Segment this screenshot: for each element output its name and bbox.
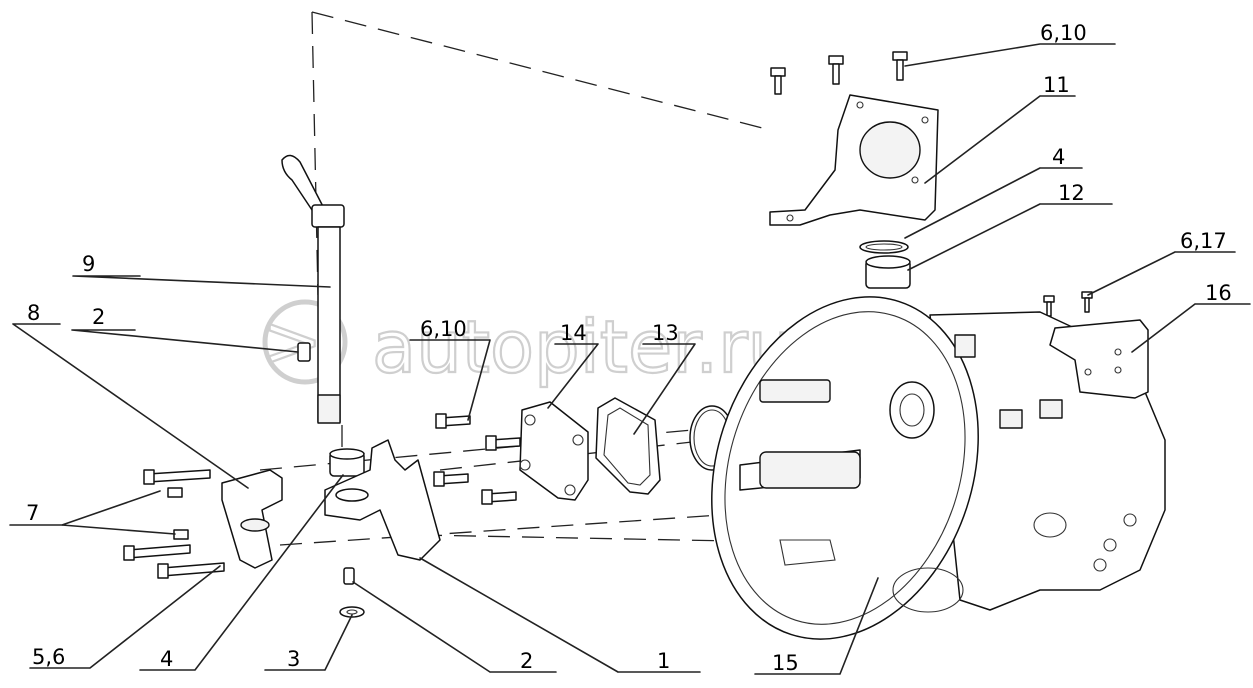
part-bushing-bottom (329, 448, 365, 477)
part-pin-bottom (343, 567, 355, 585)
callout-2-top: 2 (92, 305, 105, 329)
part-gasket (595, 397, 661, 495)
callout-9: 9 (82, 252, 95, 276)
callout-11: 11 (1043, 73, 1070, 97)
callout-6-10-mid: 6,10 (420, 317, 467, 341)
callout-2-bottom: 2 (520, 649, 533, 673)
callout-labels: 6,10 11 4 12 6,17 16 9 8 2 6,10 14 13 7 … (26, 21, 1232, 675)
part-selector-housing (221, 469, 283, 569)
callout-6-17: 6,17 (1180, 229, 1227, 253)
part-ring-top (859, 240, 909, 254)
callout-12: 12 (1058, 181, 1085, 205)
part-cover (519, 401, 589, 501)
callout-4-top: 4 (1052, 145, 1065, 169)
watermark-at-symbol: > (262, 299, 322, 383)
part-pin-top (297, 342, 311, 362)
part-bracket (324, 439, 441, 561)
callout-15: 15 (772, 651, 799, 675)
callout-1: 1 (657, 649, 670, 673)
assembly-axis-lines (259, 11, 981, 546)
callout-8: 8 (27, 301, 40, 325)
callout-5-6: 5,6 (32, 645, 65, 669)
callout-7: 7 (26, 501, 39, 525)
callout-3: 3 (287, 647, 300, 671)
callout-16: 16 (1205, 281, 1232, 305)
callout-14: 14 (560, 321, 587, 345)
leader-lines (9, 43, 1251, 675)
callout-4-bottom: 4 (160, 647, 173, 671)
callout-6-10-top: 6,10 (1040, 21, 1087, 45)
watermark-text: autopiter.ru (372, 305, 793, 389)
watermark: > autopiter.ru (261, 298, 795, 390)
part-sleeve (865, 255, 911, 289)
part-side-bracket (1049, 319, 1149, 399)
bolts (123, 51, 1093, 579)
callout-13: 13 (652, 321, 679, 345)
part-upper-bracket (769, 94, 939, 226)
part-shift-lever (281, 154, 345, 424)
part-washer (339, 606, 365, 618)
